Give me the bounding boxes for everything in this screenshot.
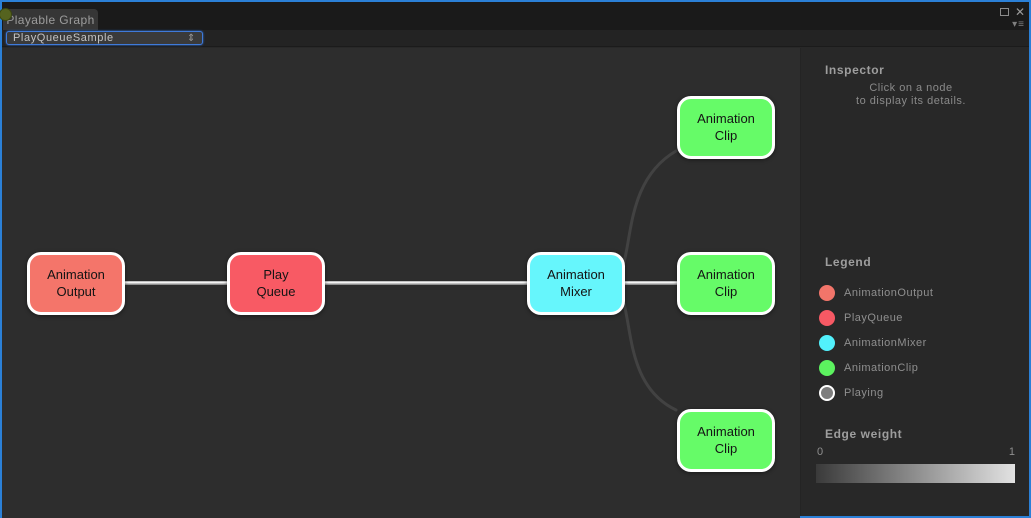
edge-output-to-queue (122, 281, 232, 285)
node-animation-clip-bottom[interactable]: Animation Clip (677, 409, 775, 472)
edge-weight-min: 0 (817, 446, 824, 458)
edge-mixer-to-clip-bottom (622, 302, 678, 412)
legend-item-label: AnimationOutput (844, 286, 934, 299)
play-queue-dot-icon (819, 309, 835, 326)
legend-item-label: PlayQueue (844, 311, 903, 324)
title-bar: Playable Graph ✕ ▾≡ (0, 2, 1029, 30)
legend-item-animation-clip: AnimationClip (819, 355, 933, 380)
edge-mixer-to-clip-top (622, 149, 678, 264)
legend-items: AnimationOutput PlayQueue AnimationMixer… (819, 280, 933, 405)
legend-item-animation-mixer: AnimationMixer (819, 330, 933, 355)
animation-output-dot-icon (819, 284, 835, 301)
node-animation-clip-middle[interactable]: Animation Clip (677, 252, 775, 315)
node-animation-mixer[interactable]: Animation Mixer (527, 252, 625, 315)
node-animation-clip-top[interactable]: Animation Clip (677, 96, 775, 159)
edge-weight-title: Edge weight (825, 427, 903, 441)
status-dot-icon (0, 8, 12, 21)
graph-selector-value: PlayQueueSample (13, 32, 114, 44)
inspector-hint-line2: to display its details. (856, 95, 966, 107)
node-play-queue[interactable]: Play Queue (227, 252, 325, 315)
hamburger-icon: ≡ (1018, 19, 1025, 30)
graph-selector-dropdown[interactable]: PlayQueueSample ⇕ (6, 31, 203, 45)
inspector-title: Inspector (825, 63, 885, 77)
node-animation-output[interactable]: Animation Output (27, 252, 125, 315)
tab-playable-graph[interactable]: Playable Graph (3, 9, 98, 30)
playing-dot-icon (819, 384, 835, 401)
sidebar: Inspector Click on a node to display its… (800, 48, 1029, 516)
legend-item-label: AnimationClip (844, 361, 919, 374)
edge-queue-to-mixer (322, 281, 532, 285)
toolbar: PlayQueueSample ⇕ (2, 30, 1029, 47)
animation-clip-dot-icon (819, 359, 835, 376)
inspector-hint-line1: Click on a node (869, 82, 953, 94)
chevron-down-icon: ▾ (1012, 19, 1019, 30)
edge-mixer-to-clip-middle (622, 281, 680, 285)
edge-weight-max: 1 (1008, 446, 1015, 458)
dropdown-arrows-icon: ⇕ (187, 32, 196, 44)
edge-weight-gradient-bar (816, 464, 1015, 483)
legend-item-playing: Playing (819, 380, 933, 405)
legend-item-animation-output: AnimationOutput (819, 280, 933, 305)
animation-mixer-dot-icon (819, 334, 835, 351)
legend-title: Legend (825, 255, 872, 269)
legend-item-play-queue: PlayQueue (819, 305, 933, 330)
graph-canvas[interactable]: Animation Output Play Queue Animation Mi… (2, 48, 800, 518)
maximize-icon[interactable] (999, 8, 1009, 16)
edge-weight-scale: 0 1 (817, 446, 1015, 458)
legend-item-label: Playing (844, 386, 884, 399)
tab-label: Playable Graph (6, 12, 95, 27)
graph-edges (122, 149, 680, 412)
legend-item-label: AnimationMixer (844, 336, 927, 349)
window-menu[interactable]: ▾≡ (1000, 20, 1025, 30)
inspector-hint: Click on a node to display its details. (801, 82, 1021, 108)
window-controls: ✕ ▾≡ (999, 5, 1025, 30)
close-icon[interactable]: ✕ (1014, 5, 1025, 19)
